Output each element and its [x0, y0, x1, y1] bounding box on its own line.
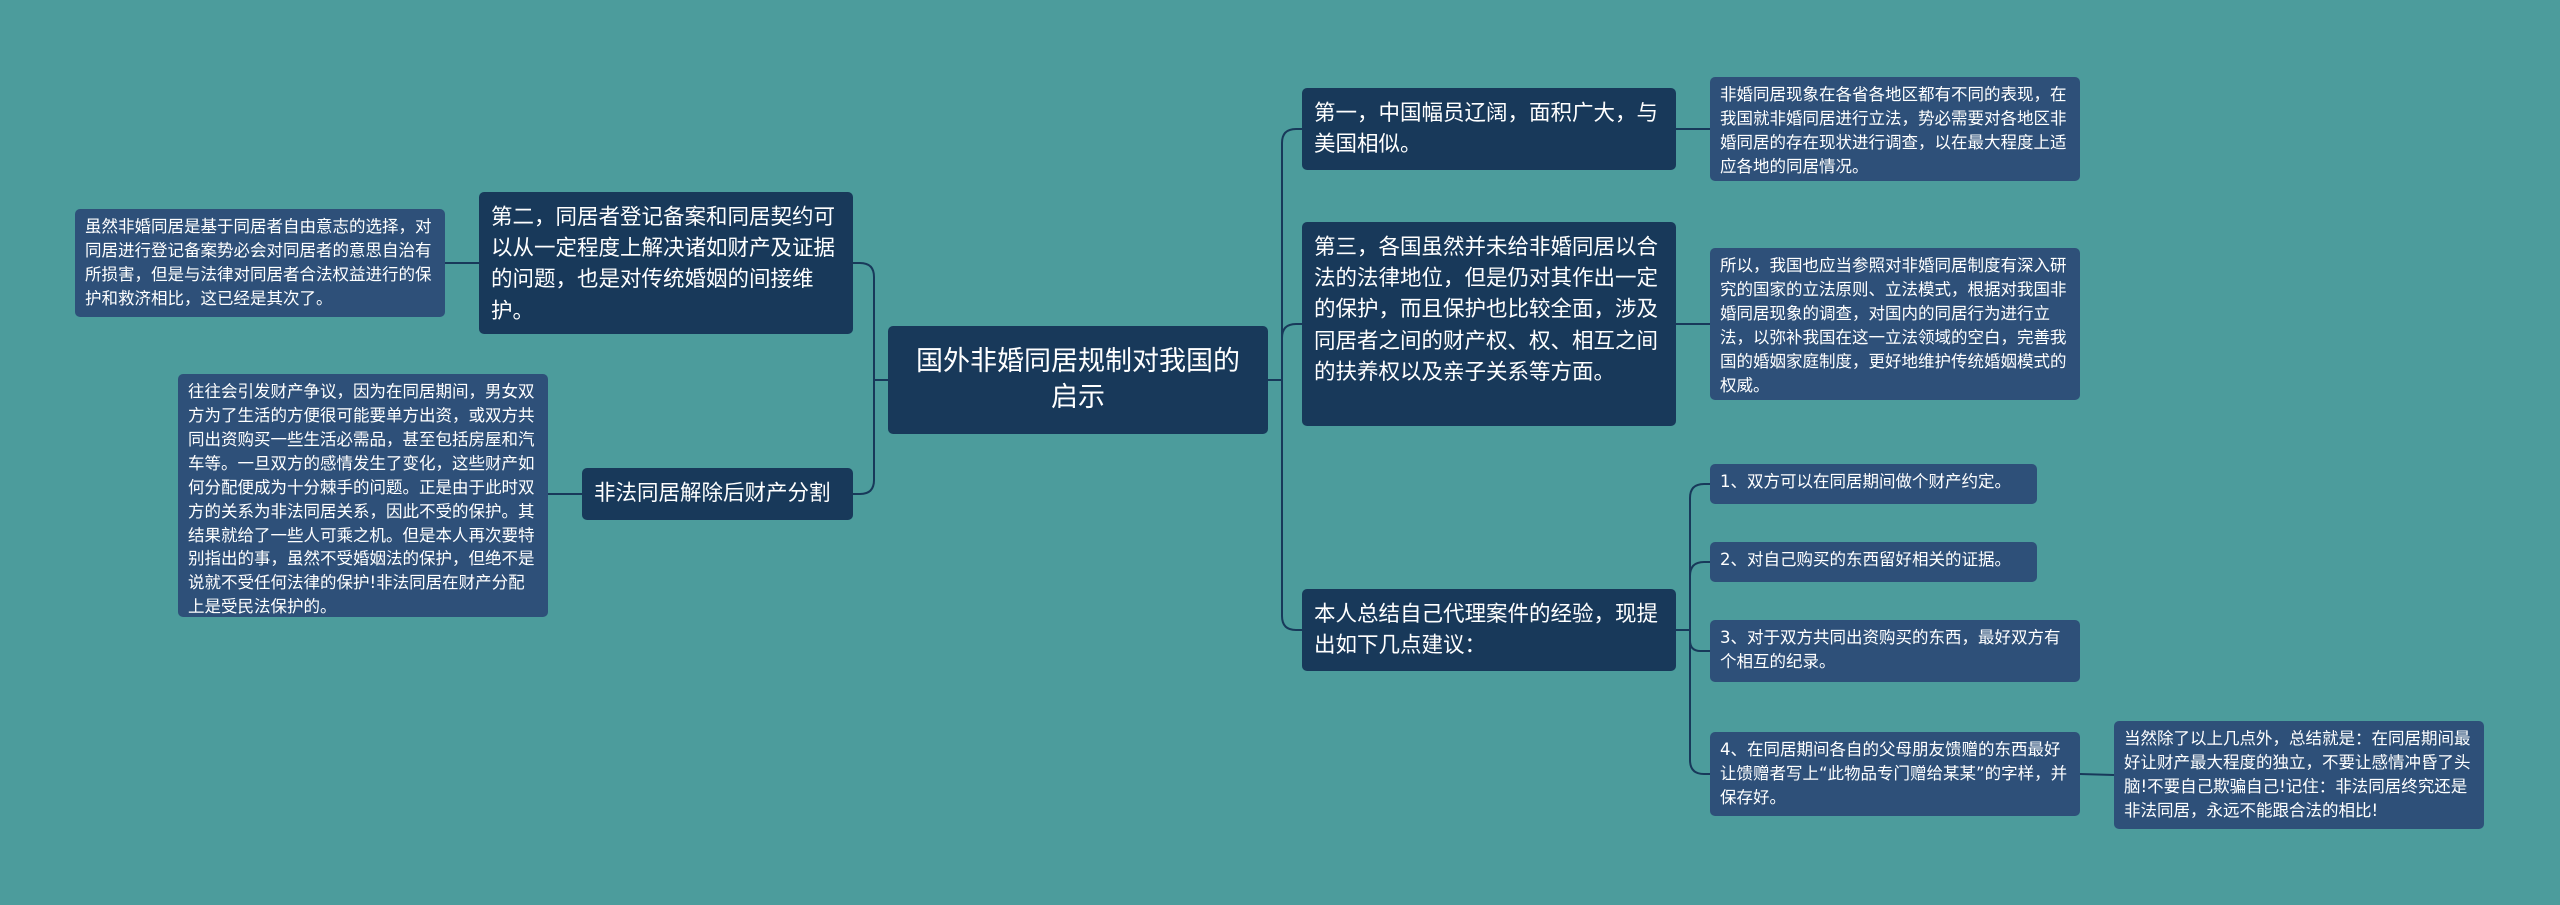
- right-branch-2[interactable]: 第三，各国虽然并未给非婚同居以合法的法律地位，但是仍对其作出一定的保护，而且保护…: [1302, 222, 1676, 426]
- connector-line-8: [1676, 483, 1710, 631]
- connector-line-11: [1676, 629, 1710, 775]
- suggestion-item-4-detail[interactable]: 当然除了以上几点外，总结就是：在同居期间最好让财产最大程度的独立，不要让感情冲昏…: [2114, 721, 2484, 829]
- left-branch-1[interactable]: 第二，同居者登记备案和同居契约可以从一定程度上解决诸如财产及证据的问题，也是对传…: [479, 192, 853, 334]
- suggestion-item-1[interactable]: 1、双方可以在同居期间做个财产约定。: [1710, 464, 2037, 504]
- suggestion-item-3[interactable]: 3、对于双方共同出资购买的东西，最好双方有个相互的纪录。: [1710, 620, 2080, 682]
- connector-line-12: [2079, 773, 2115, 776]
- right-branch-2-detail[interactable]: 所以，我国也应当参照对非婚同居制度有深入研究的国家的立法原则、立法模式，根据对我…: [1710, 248, 2080, 400]
- connector-line-3: [1268, 379, 1302, 631]
- root-topic[interactable]: 国外非婚同居规制对我国的启示: [888, 326, 1268, 434]
- connector-line-1: [1268, 128, 1302, 381]
- suggestion-item-4[interactable]: 4、在同居期间各自的父母朋友馈赠的东西最好让馈赠者写上“此物品专门赠给某某”的字…: [1710, 732, 2080, 816]
- connector-line-5: [853, 379, 888, 495]
- connector-line-10: [1676, 629, 1710, 652]
- right-branch-3[interactable]: 本人总结自己代理案件的经验，现提出如下几点建议：: [1302, 589, 1676, 671]
- right-branch-1[interactable]: 第一，中国幅员辽阔，面积广大，与美国相似。: [1302, 88, 1676, 170]
- left-branch-2[interactable]: 非法同居解除后财产分割: [582, 468, 853, 520]
- connector-line-9: [1676, 561, 1710, 631]
- connector-line-4: [853, 262, 888, 381]
- suggestion-item-2[interactable]: 2、对自己购买的东西留好相关的证据。: [1710, 542, 2037, 582]
- left-branch-2-detail[interactable]: 往往会引发财产争议，因为在同居期间，男女双方为了生活的方便很可能要单方出资，或双…: [178, 374, 548, 617]
- connector-line-2: [1268, 323, 1302, 381]
- left-branch-1-detail[interactable]: 虽然非婚同居是基于同居者自由意志的选择，对同居进行登记备案势必会对同居者的意思自…: [75, 209, 445, 317]
- right-branch-1-detail[interactable]: 非婚同居现象在各省各地区都有不同的表现，在我国就非婚同居进行立法，势必需要对各地…: [1710, 77, 2080, 181]
